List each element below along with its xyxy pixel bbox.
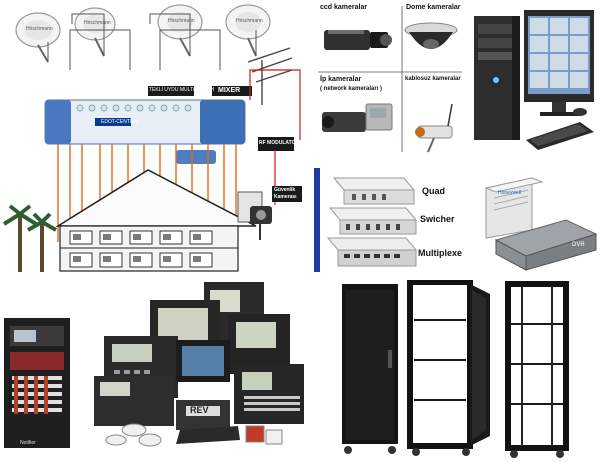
multiswitch-label-box — [148, 86, 194, 96]
alarm-cabinet-icon — [4, 318, 70, 448]
ip-camera-icon — [322, 103, 393, 132]
closed-rack-icon — [342, 284, 398, 454]
satellite-distribution-diagram — [2, 4, 302, 272]
tv-antenna — [247, 47, 293, 105]
ccd-camera-icon — [324, 30, 392, 50]
mouse-icon — [573, 108, 587, 116]
ccd-camera-label: ccd kameralar — [320, 4, 368, 11]
server-rack-panel — [330, 280, 600, 462]
security-camera — [237, 191, 272, 240]
console-keyboard-icon — [176, 426, 240, 444]
pc-workstation-panel — [468, 0, 600, 160]
open-rack-icon — [407, 280, 490, 456]
cctv-camera-panel: ccd kameralar Dome kameralar İp kamerala… — [314, 0, 464, 162]
satellite-dish-2 — [74, 7, 116, 57]
dvr-recorder-icon — [494, 219, 598, 271]
frame-rack-icon — [505, 281, 569, 458]
pc-tower-icon — [474, 16, 520, 140]
house-illustration — [55, 169, 257, 272]
quad-label: Quad — [422, 186, 446, 196]
control-unit-label: EDOT-CENTRAL — [101, 119, 140, 125]
dish-brand-2: Hirschmann — [84, 20, 111, 26]
satellite-dish-4 — [225, 4, 271, 57]
dish-brand-4: Hirschmann — [236, 18, 263, 24]
satellite-distribution-panel: TEKLİ UYDU MULTISWITCH MIXER RF MODULATO… — [0, 0, 312, 275]
detector-devices-icon — [105, 423, 283, 447]
camera-label-2: Kamerası — [274, 194, 297, 200]
router-device-icon — [484, 177, 544, 239]
recorder-label: DVR — [572, 242, 585, 248]
control-panel-group-icon — [94, 282, 304, 426]
multiplexer-label: Multiplexer — [418, 248, 462, 258]
fire-alarm-panel: Notifier REV — [0, 280, 320, 462]
dome-camera-icon — [404, 22, 458, 49]
wireless-camera-label: kablosuz kameralar — [405, 76, 461, 82]
recorder-brand: Honeywell — [498, 190, 522, 196]
modulator-label-box — [258, 137, 294, 151]
ip-camera-label: İp kameralar — [320, 76, 362, 83]
modulator-label: RF MODULATOR — [259, 140, 300, 146]
cabinet-brand: Notifier — [20, 440, 36, 446]
dome-camera-label: Dome kameralar — [406, 4, 461, 11]
camera-label-box — [272, 186, 302, 202]
multiswitch-label: TEKLİ UYDU MULTISWITCH — [149, 87, 215, 93]
switcher-icon — [328, 207, 418, 235]
monitor-icon — [524, 10, 594, 116]
video-processor-panel: Quad Swicher Multiplexer — [314, 168, 462, 272]
mixer-label-box — [212, 86, 252, 96]
amplifier-device — [176, 150, 216, 164]
multiswitch-unit — [44, 99, 246, 145]
keypad-label: REV — [190, 405, 209, 415]
recorder-panel: Honeywell DVR — [470, 168, 600, 272]
multiplexer-icon — [326, 237, 418, 267]
dish-brand-3: Hirschmann — [168, 18, 195, 24]
quad-processor-icon — [332, 177, 416, 205]
camera-label-1: Güvenlik — [274, 187, 296, 193]
switcher-label: Swicher — [420, 214, 455, 224]
mixer-label: MIXER — [218, 87, 241, 94]
wireless-camera-icon — [415, 103, 453, 153]
dish-brand-1: Hirschmann — [26, 26, 53, 32]
keypad-icon — [176, 400, 230, 430]
keyboard-icon — [526, 122, 594, 150]
ip-camera-sublabel: ( network kameraları ) — [320, 86, 383, 92]
satellite-dish-1 — [15, 12, 61, 63]
palm-trees — [2, 204, 57, 272]
